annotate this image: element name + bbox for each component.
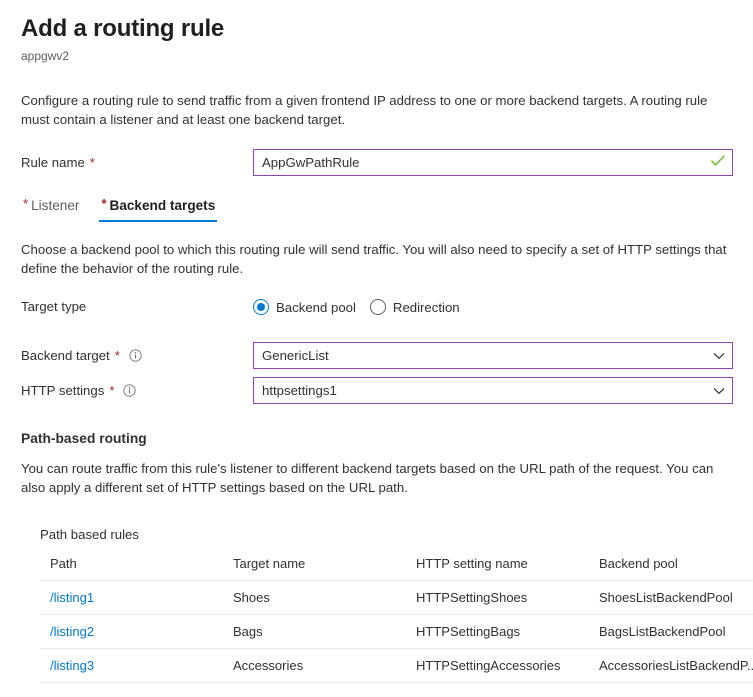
backend-target-asterisk: * bbox=[114, 347, 120, 363]
column-header-target: Target name bbox=[223, 556, 406, 581]
cell-target-name: Bags bbox=[223, 614, 406, 649]
radio-redirection[interactable]: Redirection bbox=[369, 299, 460, 315]
http-settings-label-text: HTTP settings bbox=[21, 382, 105, 398]
cell-backend-pool: ShoesListBackendPool bbox=[589, 580, 753, 615]
table-row: /listing1 Shoes HTTPSettingShoes ShoesLi… bbox=[40, 580, 753, 615]
http-settings-select[interactable]: httpsettings1 bbox=[253, 377, 733, 404]
cell-path: /listing2 bbox=[40, 614, 223, 649]
cell-http-setting: HTTPSettingBags bbox=[406, 614, 589, 649]
table-header-row: Path Target name HTTP setting name Backe… bbox=[40, 556, 753, 581]
cell-target-name: Shoes bbox=[223, 580, 406, 615]
backend-description: Choose a backend pool to which this rout… bbox=[21, 242, 727, 276]
tab-backend-targets-label: Backend targets bbox=[109, 198, 216, 213]
table-row: /listing2 Bags HTTPSettingBags BagsListB… bbox=[40, 614, 753, 649]
backend-target-select[interactable]: GenericList bbox=[253, 342, 733, 369]
backend-target-label-text: Backend target bbox=[21, 347, 110, 363]
target-type-row: Target type Backend pool Redirection bbox=[0, 298, 753, 316]
backend-target-control: GenericList bbox=[253, 342, 733, 369]
http-settings-label: HTTP settings * bbox=[21, 382, 253, 400]
tab-listener-label: Listener bbox=[31, 198, 80, 213]
target-type-control: Backend pool Redirection bbox=[253, 299, 733, 315]
path-based-routing-description: You can route traffic from this rule's l… bbox=[21, 461, 714, 495]
radio-redirection-label: Redirection bbox=[392, 299, 460, 315]
path-based-routing-heading: Path-based routing bbox=[21, 431, 147, 446]
cell-backend-pool: AccessoriesListBackendP... bbox=[589, 648, 753, 683]
path-based-rules-table: Path Target name HTTP setting name Backe… bbox=[40, 556, 753, 683]
http-settings-control: httpsettings1 bbox=[253, 377, 733, 404]
rule-name-input[interactable]: AppGwPathRule bbox=[253, 149, 733, 176]
page-title: Add a routing rule bbox=[21, 15, 225, 42]
table-header: Path Target name HTTP setting name Backe… bbox=[40, 556, 753, 581]
rule-name-label-text: Rule name bbox=[21, 154, 85, 170]
cell-http-setting: HTTPSettingAccessories bbox=[406, 648, 589, 683]
tab-listener-asterisk: * bbox=[23, 196, 29, 211]
target-type-label-text: Target type bbox=[21, 299, 87, 314]
path-link[interactable]: /listing1 bbox=[50, 590, 95, 605]
intro-description: Configure a routing rule to send traffic… bbox=[21, 93, 708, 127]
path-based-rules-caption: Path based rules bbox=[40, 527, 139, 542]
tab-strip: * Listener * Backend targets bbox=[0, 196, 753, 222]
tab-listener[interactable]: * Listener bbox=[21, 196, 81, 222]
cell-backend-pool: BagsListBackendPool bbox=[589, 614, 753, 649]
tab-backend-targets-asterisk: * bbox=[101, 196, 107, 211]
path-link[interactable]: /listing2 bbox=[50, 624, 95, 639]
column-header-pool: Backend pool bbox=[589, 556, 753, 581]
table-row: /listing3 Accessories HTTPSettingAccesso… bbox=[40, 648, 753, 683]
http-settings-asterisk: * bbox=[109, 382, 115, 398]
http-settings-row: HTTP settings * httpsettings1 bbox=[0, 377, 753, 404]
backend-target-label: Backend target * bbox=[21, 347, 253, 365]
info-circle-icon[interactable] bbox=[123, 384, 137, 397]
target-type-label: Target type bbox=[21, 298, 253, 316]
rule-name-row: Rule name * AppGwPathRule bbox=[0, 149, 753, 176]
blade-header: Add a routing rule appgwv2 bbox=[0, 0, 753, 64]
radio-backend-pool-mark bbox=[253, 299, 269, 315]
page-subtitle: appgwv2 bbox=[21, 49, 70, 63]
tab-backend-targets[interactable]: * Backend targets bbox=[99, 196, 218, 222]
rule-name-control: AppGwPathRule bbox=[253, 149, 733, 176]
cell-http-setting: HTTPSettingShoes bbox=[406, 580, 589, 615]
path-link[interactable]: /listing3 bbox=[50, 658, 95, 673]
radio-redirection-mark bbox=[369, 299, 386, 315]
target-type-radio-group: Backend pool Redirection bbox=[253, 299, 733, 315]
path-based-rules-block: Path based rules Path Target name HTTP s… bbox=[0, 527, 753, 683]
rule-name-label: Rule name * bbox=[21, 154, 253, 172]
backend-target-row: Backend target * GenericList bbox=[0, 342, 753, 369]
column-header-http-name: HTTP setting name bbox=[406, 556, 589, 581]
column-header-path: Path bbox=[40, 556, 223, 581]
cell-path: /listing3 bbox=[40, 648, 223, 683]
table-body: /listing1 Shoes HTTPSettingShoes ShoesLi… bbox=[40, 580, 753, 683]
cell-path: /listing1 bbox=[40, 580, 223, 615]
cell-target-name: Accessories bbox=[223, 648, 406, 683]
required-asterisk: * bbox=[89, 154, 95, 170]
radio-backend-pool[interactable]: Backend pool bbox=[253, 299, 356, 315]
info-circle-icon[interactable] bbox=[129, 349, 142, 362]
radio-backend-pool-label: Backend pool bbox=[276, 299, 356, 315]
